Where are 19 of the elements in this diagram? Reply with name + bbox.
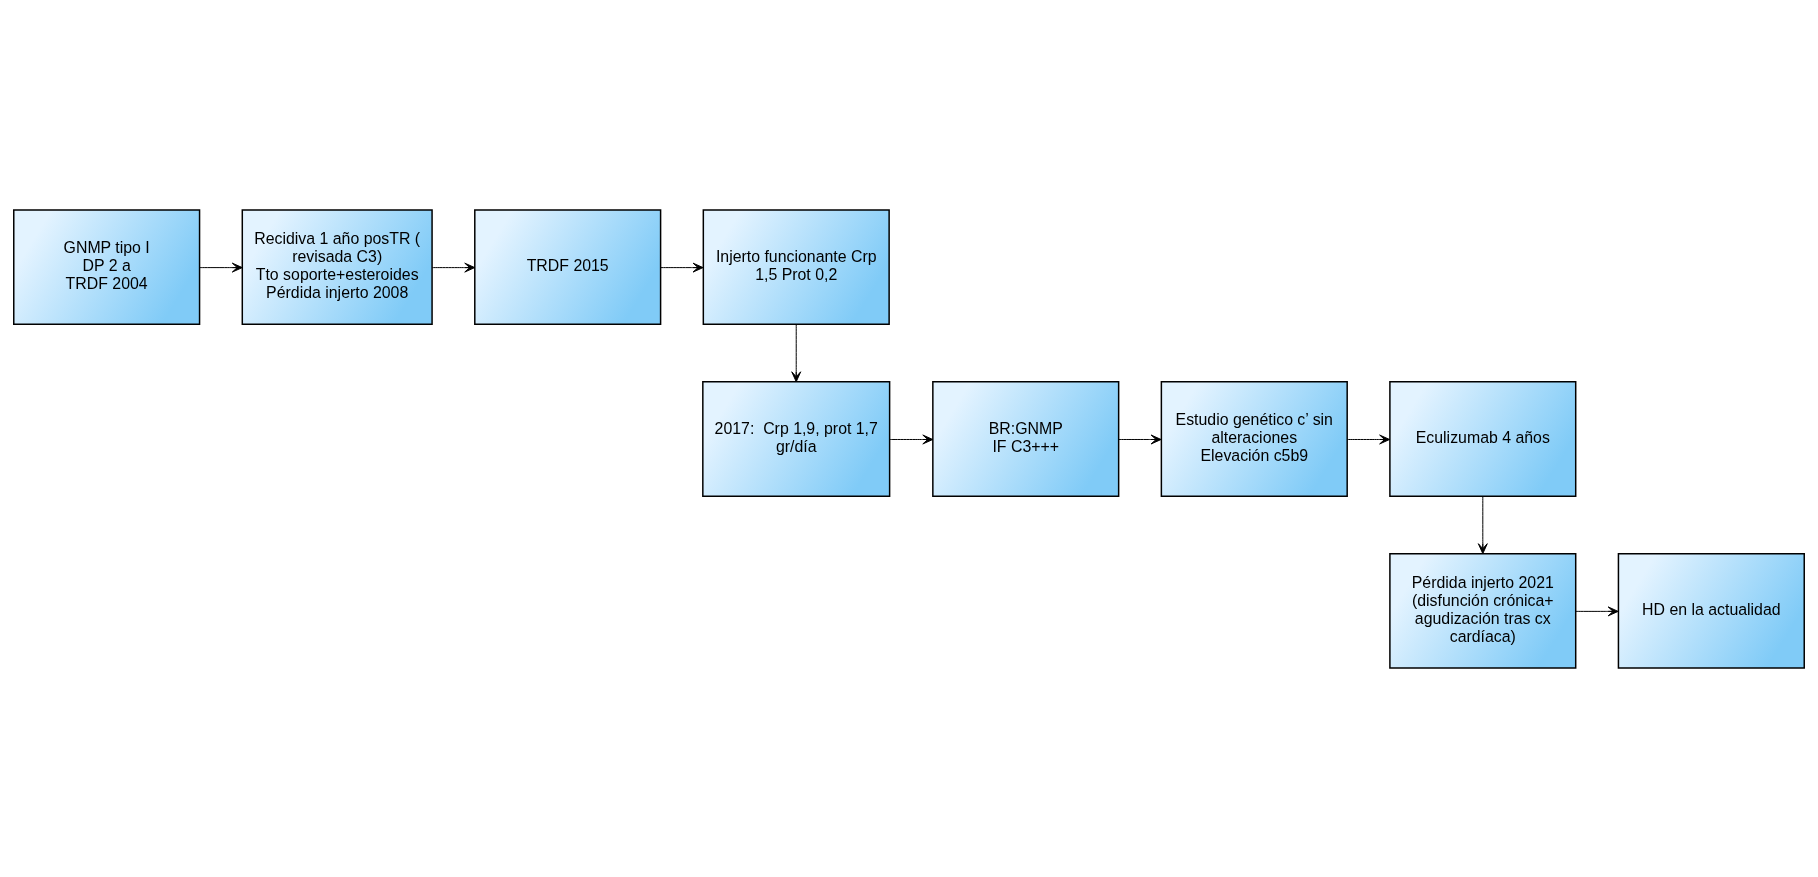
node-box: Estudio genético c’ sin alteraciones Elevación c5b9 xyxy=(1160,380,1348,497)
node-box: HD en la actualidad xyxy=(1617,552,1805,669)
arrow xyxy=(1477,495,1488,554)
node-box: TRDF 2015 xyxy=(474,208,662,325)
arrow xyxy=(1346,434,1391,444)
node-box: Injerto funcionante Crp 1,5 Prot 0,2 xyxy=(702,208,890,325)
node-box: Eculizumab 4 años xyxy=(1389,380,1577,497)
node-box: Pérdida injerto 2021 (disfunción crónica+ agudización tras cx cardíaca) xyxy=(1389,552,1577,669)
node-box: 2017: Crp 1,9, prot 1,7 gr/día xyxy=(702,380,891,497)
node-box: BR:GNMP IF C3+++ xyxy=(932,380,1120,497)
arrow xyxy=(431,262,476,273)
node-box: Recidiva 1 año posTR ( revisada C3) Tto soporte+esteroides Pérdida injerto 2008 xyxy=(241,208,433,325)
arrow xyxy=(1575,605,1619,616)
arrow xyxy=(660,262,704,273)
arrow xyxy=(889,434,934,444)
node-box: GNMP tipo I DP 2 a TRDF 2004 xyxy=(13,208,201,325)
arrow xyxy=(1118,434,1162,444)
arrow xyxy=(199,262,243,273)
arrow xyxy=(791,323,802,382)
